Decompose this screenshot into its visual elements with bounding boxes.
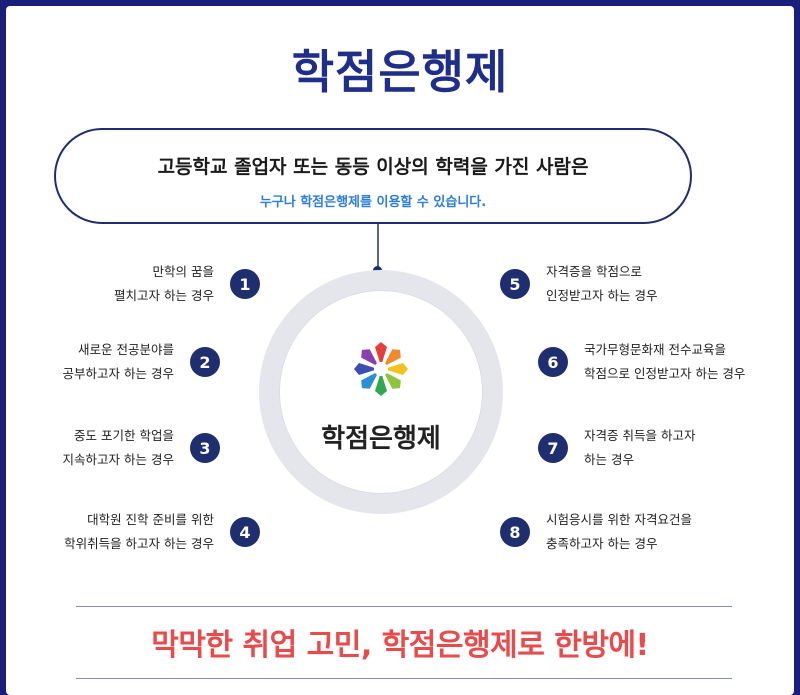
reason-text: 중도 포기한 학업을 지속하고자 하는 경우	[63, 424, 174, 472]
number-badge: 1	[230, 269, 260, 299]
divider-bottom	[76, 678, 732, 679]
eligibility-box: 고등학교 졸업자 또는 동등 이상의 학력을 가진 사람은 누구나 학점은행제를…	[54, 128, 692, 224]
reason-line: 자격증을 학점으로	[546, 264, 642, 279]
reason-text: 국가무형문화재 전수교육을 학점으로 인정받고자 하는 경우	[584, 338, 745, 386]
divider-top	[76, 606, 732, 607]
reason-line: 충족하고자 하는 경우	[546, 536, 658, 551]
reason-item-1: 만학의 꿈을 펼치고자 하는 경우 1	[46, 260, 260, 308]
reason-item-7: 7 자격증 취득을 하고자 하는 경우	[538, 424, 695, 472]
center-title: 학점은행제	[321, 424, 441, 454]
center-ring: 학점은행제	[259, 270, 503, 514]
connector-line	[377, 224, 379, 270]
number-badge: 8	[500, 517, 530, 547]
reason-line: 펼치고자 하는 경우	[114, 288, 214, 303]
reason-item-4: 대학원 진학 준비를 위한 학위취득을 하고자 하는 경우 4	[36, 508, 260, 556]
reason-text: 대학원 진학 준비를 위한 학위취득을 하고자 하는 경우	[64, 508, 214, 556]
reason-line: 중도 포기한 학업을	[74, 428, 174, 443]
reason-line: 인정받고자 하는 경우	[546, 288, 658, 303]
reason-line: 국가무형문화재 전수교육을	[584, 342, 726, 357]
reason-item-8: 8 시험응시를 위한 자격요건을 충족하고자 하는 경우	[500, 508, 692, 556]
number-badge: 6	[538, 347, 568, 377]
content-frame: 학점은행제 고등학교 졸업자 또는 동등 이상의 학력을 가진 사람은 누구나 …	[6, 6, 794, 695]
reason-line: 하는 경우	[584, 452, 634, 467]
eligibility-subline: 누구나 학점은행제를 이용할 수 있습니다.	[259, 195, 487, 210]
number-badge: 7	[538, 433, 568, 463]
page-title: 학점은행제	[291, 45, 509, 99]
reason-line: 지속하고자 하는 경우	[62, 452, 174, 467]
reason-text: 자격증을 학점으로 인정받고자 하는 경우	[546, 260, 657, 308]
reason-item-6: 6 국가무형문화재 전수교육을 학점으로 인정받고자 하는 경우	[538, 338, 745, 386]
reason-line: 시험응시를 위한 자격요건을	[546, 512, 692, 527]
reason-line: 만학의 꿈을	[152, 264, 214, 279]
reason-text: 시험응시를 위한 자격요건을 충족하고자 하는 경우	[546, 508, 692, 556]
reason-line: 학위취득을 하고자 하는 경우	[64, 536, 214, 551]
reason-line: 새로운 전공분야를	[78, 342, 174, 357]
number-badge: 3	[190, 433, 220, 463]
reason-item-5: 5 자격증을 학점으로 인정받고자 하는 경우	[500, 260, 657, 308]
reason-item-2: 새로운 전공분야를 공부하고자 하는 경우 2	[36, 338, 220, 386]
reason-text: 자격증 취득을 하고자 하는 경우	[584, 424, 695, 472]
number-badge: 2	[190, 347, 220, 377]
reason-text: 새로운 전공분야를 공부하고자 하는 경우	[63, 338, 174, 386]
number-badge: 4	[230, 517, 260, 547]
reason-line: 공부하고자 하는 경우	[62, 366, 174, 381]
number-badge: 5	[500, 269, 530, 299]
eligibility-headline: 고등학교 졸업자 또는 동등 이상의 학력을 가진 사람은	[157, 156, 589, 178]
reason-line: 자격증 취득을 하고자	[584, 428, 696, 443]
reason-line: 대학원 진학 준비를 위한	[87, 512, 214, 527]
reason-text: 만학의 꿈을 펼치고자 하는 경우	[114, 260, 214, 308]
center-circle: 학점은행제	[279, 290, 483, 494]
reason-line: 학점으로 인정받고자 하는 경우	[584, 366, 746, 381]
reason-item-3: 중도 포기한 학업을 지속하고자 하는 경우 3	[36, 424, 220, 472]
flower-logo-icon	[354, 342, 408, 396]
slogan: 막막한 취업 고민, 학점은행제로 한방에!	[151, 628, 649, 663]
